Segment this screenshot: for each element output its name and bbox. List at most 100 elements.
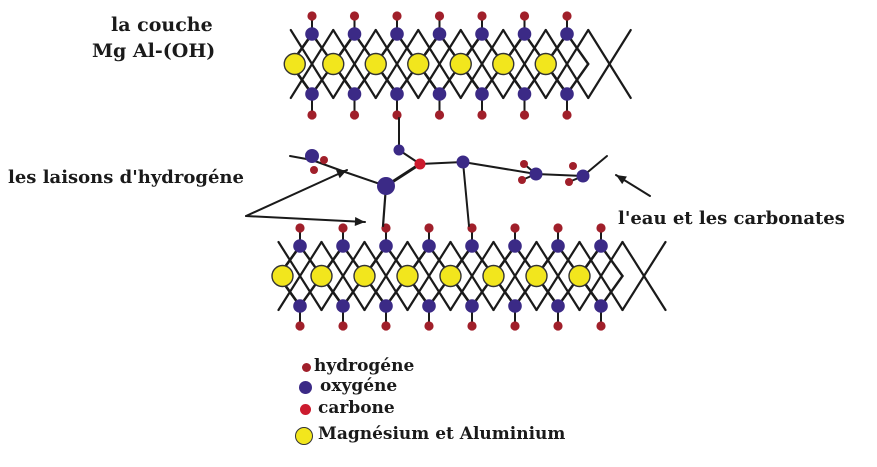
bottom-layer-lattice-bond: [492, 240, 538, 312]
bottom-layer-lattice-bond: [277, 240, 323, 312]
hydrogen-bonds-label: les laisons d'hydrogéne: [8, 167, 244, 188]
water-hydrogen-atom: [520, 160, 528, 168]
top-layer-hydrogen-atom: [562, 11, 572, 21]
interlayer-oxygen-atom: [377, 177, 395, 195]
bottom-layer-hydrogen-atom: [596, 223, 606, 233]
top-layer-oxygen-atom: [305, 87, 319, 101]
top-layer-hydrogen-atom: [349, 110, 360, 120]
hydrogen-bond-line: [419, 161, 464, 165]
top-layer-metal-atom: [492, 52, 515, 76]
layer-label-line2: Mg Al-(OH): [92, 40, 216, 62]
water-hydrogen-atom: [518, 176, 526, 184]
bottom-layer-hydrogen-atom: [424, 321, 434, 331]
water-carbonates-arrow-head: [616, 175, 627, 185]
top-layer-lattice-bond: [417, 28, 462, 100]
top-layer-hydrogen-atom: [392, 110, 402, 120]
legend-metal-dot: [295, 427, 313, 445]
water-oxygen-atom: [305, 149, 319, 163]
water-carbonates-label: l'eau et les carbonates: [618, 208, 845, 229]
top-layer-hydrogen-atom: [434, 110, 445, 120]
top-layer-oxygen-atom: [475, 87, 489, 101]
top-layer-oxygen-atom: [560, 27, 574, 41]
hydrogen-bond-line: [311, 159, 346, 173]
top-layer-oxygen-atom: [347, 27, 362, 41]
top-layer-oxygen-atom: [432, 87, 447, 101]
top-layer-hydrogen-atom: [519, 110, 530, 120]
bottom-layer-hydrogen-atom: [338, 223, 348, 233]
top-layer-hydrogen-atom: [477, 110, 487, 120]
legend-metal-label: Magnésium et Aluminium: [318, 424, 566, 444]
bottom-layer-oxygen-atom: [336, 299, 350, 313]
bottom-layer-metal-atom: [396, 264, 419, 288]
top-layer-lattice-bond: [289, 28, 335, 100]
bottom-layer-hydrogen-atom: [510, 223, 520, 233]
hydrogen-bond-arrow-head: [336, 170, 347, 179]
hydrogen-bond-line: [462, 161, 537, 175]
bottom-layer-lattice-bond: [449, 240, 495, 312]
bottom-layer-metal-atom: [310, 264, 333, 288]
top-layer-lattice-bond: [374, 28, 420, 100]
top-layer-oxygen-atom: [517, 87, 532, 101]
legend-oxygen-label: oxygéne: [320, 376, 398, 396]
water-oxygen-atom: [576, 169, 590, 183]
water-hydrogen-atom: [565, 178, 573, 186]
bottom-layer-oxygen-atom: [508, 299, 522, 313]
top-layer-hydrogen-atom: [477, 11, 487, 21]
bottom-layer-metal-atom: [482, 264, 505, 288]
bottom-layer-lattice-bond: [578, 240, 624, 312]
hydrogen-bond-arrow: [245, 215, 366, 223]
top-layer-lattice-bond: [587, 28, 632, 100]
bottom-layer-hydrogen-atom: [510, 321, 520, 331]
top-layer-lattice-bond: [332, 28, 377, 100]
top-layer-oxygen-atom: [432, 27, 447, 41]
bottom-layer-hydrogen-atom: [553, 223, 563, 233]
bottom-layer-metal-atom: [568, 264, 591, 288]
bottom-layer-oxygen-atom: [422, 299, 436, 313]
top-layer-oxygen-atom: [305, 27, 319, 41]
bottom-layer-oxygen-atom: [379, 239, 393, 253]
hydrogen-bond-arrow: [245, 169, 348, 217]
top-layer-hydrogen-atom: [562, 110, 572, 120]
top-layer-metal-atom: [534, 52, 557, 76]
water-hydrogen-atom: [310, 166, 318, 174]
top-layer-hydrogen-atom: [392, 11, 402, 21]
bottom-layer-hydrogen-atom: [295, 321, 305, 331]
bottom-layer-metal-atom: [439, 264, 462, 288]
interlayer-oxygen-atom: [456, 155, 470, 169]
legend-oxygen-dot: [299, 381, 312, 394]
top-layer-lattice-bond: [502, 28, 547, 100]
top-layer-lattice-bond: [459, 28, 505, 100]
bottom-layer-oxygen-atom: [551, 239, 565, 253]
bottom-layer-oxygen-atom: [508, 239, 522, 253]
hydrogen-bond-line: [462, 161, 470, 227]
bottom-layer-hydrogen-atom: [295, 223, 305, 233]
hydrogen-bond-line: [535, 173, 584, 177]
bottom-layer-oxygen-atom: [551, 299, 565, 313]
bottom-layer-lattice-bond: [406, 240, 452, 312]
bottom-layer-oxygen-atom: [594, 239, 608, 253]
top-layer-oxygen-atom: [475, 27, 489, 41]
top-layer-oxygen-atom: [390, 87, 404, 101]
top-layer-hydrogen-atom: [349, 11, 360, 21]
top-layer-lattice-bond: [544, 28, 590, 100]
hydrogen-bond-arrow-head: [354, 217, 365, 226]
bottom-layer-lattice-bond: [535, 240, 581, 312]
bottom-layer-oxygen-atom: [379, 299, 393, 313]
top-layer-metal-atom: [283, 52, 306, 76]
bottom-layer-metal-atom: [525, 264, 548, 288]
top-layer-oxygen-atom: [390, 27, 404, 41]
bottom-layer-hydrogen-atom: [424, 223, 434, 233]
top-layer-hydrogen-atom: [434, 11, 445, 21]
layer-label-line1: la couche: [111, 14, 213, 36]
bottom-layer-oxygen-atom: [465, 299, 479, 313]
interlayer-carbon-atom: [414, 158, 426, 170]
bottom-layer-oxygen-atom: [336, 239, 350, 253]
bottom-layer-lattice-bond: [363, 240, 409, 312]
bottom-layer-oxygen-atom: [465, 239, 479, 253]
bottom-layer-metal-atom: [353, 264, 376, 288]
top-layer-metal-atom: [322, 52, 345, 76]
legend-carbon-dot: [300, 404, 311, 415]
bottom-layer-lattice-bond: [621, 240, 667, 312]
